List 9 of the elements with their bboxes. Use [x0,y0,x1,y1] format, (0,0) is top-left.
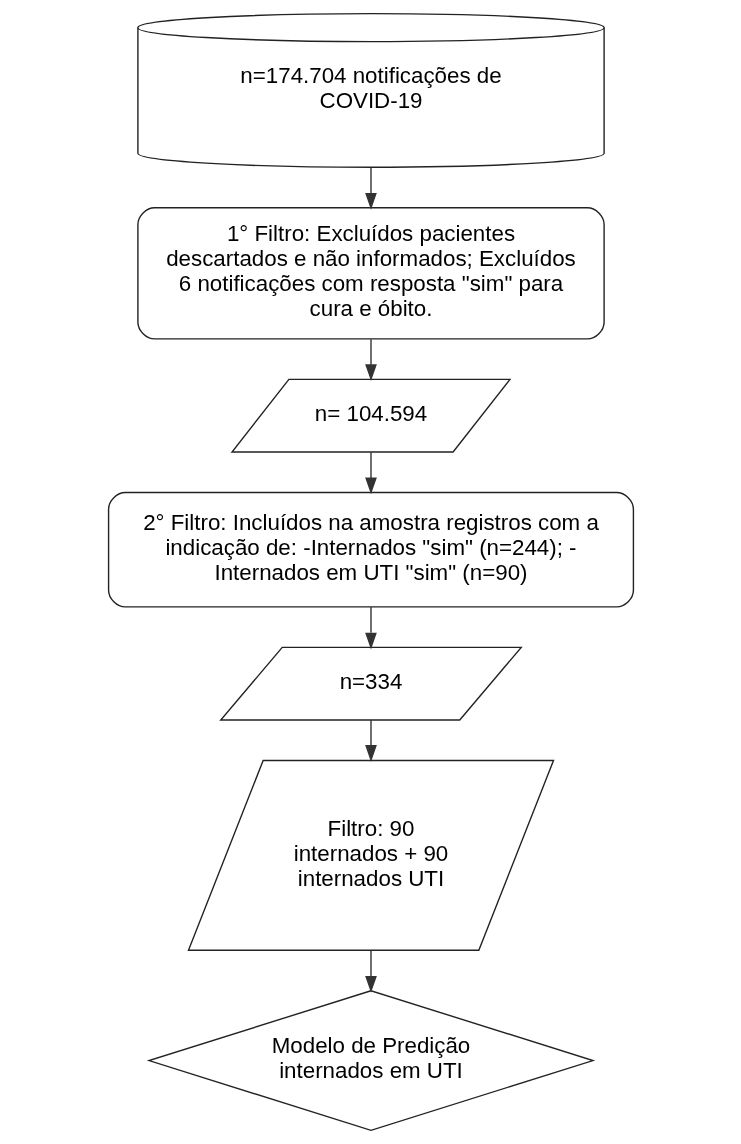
arrow [364,166,377,210]
node-box: 1° Filtro: Excluídos pacientes descartados e não informados; Excluídos 6 notificações com resposta "sim" para cura e óbito. [136,207,605,340]
arrow [364,606,377,650]
arrow [364,338,377,382]
arrow [364,451,377,495]
node-diamond: Modelo de Predição internados em UTI [146,990,595,1132]
arrow [364,719,377,762]
arrow [364,950,377,993]
node-box: 2° Filtro: Incluídos na amostra registros com a indicação de: -Internados "sim" (n=244); - Internados em UTI "sim" (n=90) [107,491,634,608]
